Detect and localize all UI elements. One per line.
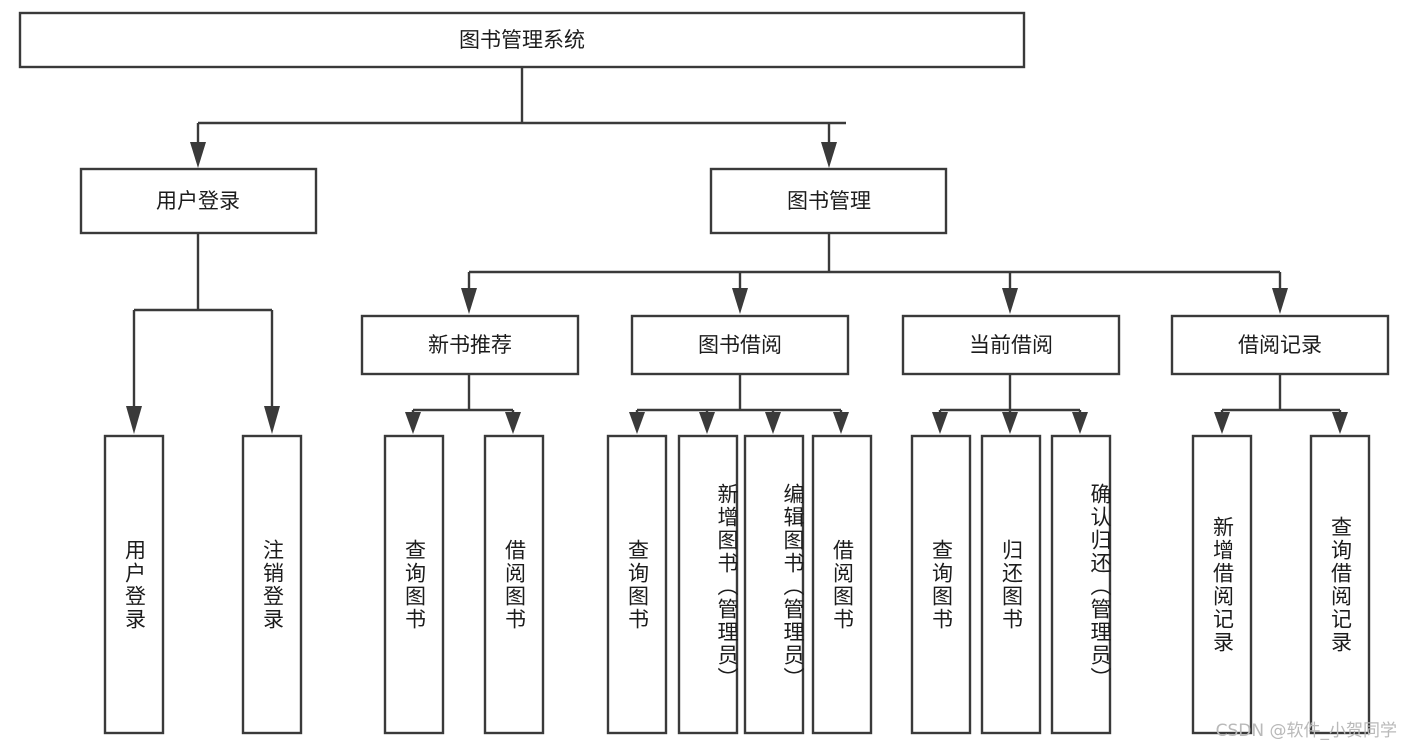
- node-root[interactable]: 图书管理系统: [18, 11, 1026, 69]
- connector-bookborrow-to-leaves: [629, 374, 849, 434]
- leaf-box[interactable]: [241, 434, 303, 735]
- leaf-box[interactable]: [103, 434, 165, 735]
- leaf-box[interactable]: [1309, 434, 1371, 735]
- connector-currentborrow-to-leaves: [932, 374, 1088, 434]
- connector-newbook-to-leaves: [405, 374, 521, 434]
- node-book-borrow[interactable]: 图书借阅: [630, 314, 850, 376]
- node-new-book-recommend[interactable]: 新书推荐: [360, 314, 580, 376]
- node-current-borrow-label: 当前借阅: [969, 333, 1053, 357]
- node-user-login[interactable]: 用户登录: [79, 167, 318, 235]
- node-current-borrow[interactable]: 当前借阅: [901, 314, 1121, 376]
- leaf-box[interactable]: [383, 434, 445, 735]
- node-borrow-record-label: 借阅记录: [1238, 333, 1322, 357]
- leaf-box[interactable]: [811, 434, 873, 735]
- leaf-box[interactable]: [743, 434, 805, 735]
- node-new-book-recommend-label: 新书推荐: [428, 333, 512, 357]
- node-book-management[interactable]: 图书管理: [709, 167, 948, 235]
- connector-userlogin-to-leaves: [126, 233, 280, 434]
- node-borrow-record[interactable]: 借阅记录: [1170, 314, 1390, 376]
- connector-borrowrecord-to-leaves: [1214, 374, 1348, 434]
- node-user-login-label: 用户登录: [156, 189, 240, 213]
- leaf-box[interactable]: [606, 434, 668, 735]
- connector-root-to-level2: [190, 67, 846, 168]
- leaf-box[interactable]: [1191, 434, 1253, 735]
- leaf-box[interactable]: [677, 434, 739, 735]
- leaf-box[interactable]: [980, 434, 1042, 735]
- leaf-box[interactable]: [483, 434, 545, 735]
- leaf-box[interactable]: [910, 434, 972, 735]
- watermark-text: CSDN @软件_小贺同学: [1215, 721, 1397, 741]
- leaf-box[interactable]: [1050, 434, 1112, 735]
- connector-bookmgmt-to-level3: [461, 233, 1288, 314]
- node-root-label: 图书管理系统: [459, 28, 585, 52]
- node-book-borrow-label: 图书借阅: [698, 333, 782, 357]
- node-book-management-label: 图书管理: [787, 189, 871, 213]
